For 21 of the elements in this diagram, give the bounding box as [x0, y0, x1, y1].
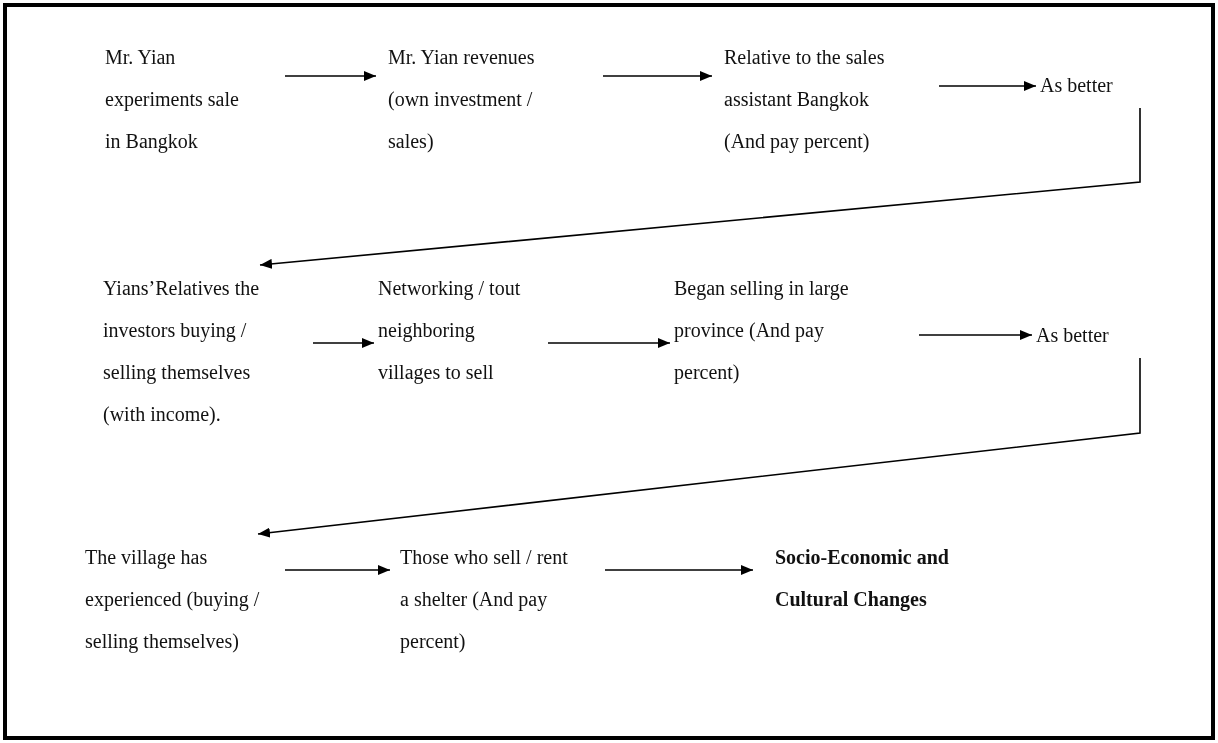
- arrow: [312, 338, 375, 348]
- arrow: [284, 565, 391, 575]
- arrow: [602, 71, 713, 81]
- step-text: Mr. Yian experiments sale in Bangkok: [105, 46, 239, 152]
- step-text: Those who sell / rent a shelter (And pay percent): [400, 546, 568, 652]
- step-text: Networking / tout neighboring villages to sell: [378, 277, 521, 383]
- arrow: [918, 330, 1033, 340]
- step-text: Relative to the sales assistant Bangkok (And pay percent): [724, 46, 885, 152]
- arrow: [604, 565, 754, 575]
- step-text: As better: [1036, 324, 1109, 346]
- arrow: [547, 338, 671, 348]
- arrow: [284, 71, 377, 81]
- arrow: [259, 107, 1141, 269]
- step-text: Socio-Economic and Cultural Changes: [775, 546, 949, 610]
- step-text: Mr. Yian revenues (own investment / sales): [388, 46, 535, 152]
- arrow: [257, 357, 1141, 538]
- step-text: Yians’Relatives the investors buying / selling themselves (with income).: [103, 277, 260, 425]
- step-text: The village has experienced (buying / selling themselves): [85, 546, 260, 652]
- arrow: [938, 81, 1037, 91]
- step-text: Began selling in large province (And pay percent): [674, 277, 849, 383]
- step-text: As better: [1040, 74, 1113, 96]
